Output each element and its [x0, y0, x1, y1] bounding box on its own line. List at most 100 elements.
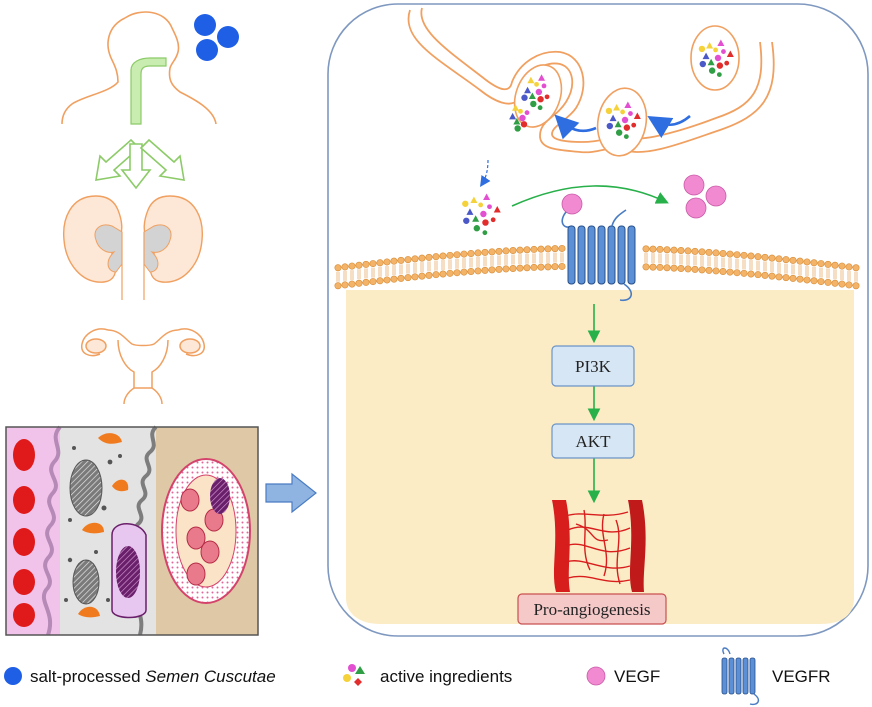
lipid-head [376, 277, 384, 285]
lipid-head [719, 249, 727, 257]
lipid-head [523, 246, 531, 254]
lipid-tail [420, 262, 424, 273]
lipid-head [474, 249, 482, 257]
lipid-head [495, 247, 503, 255]
legend-ingredients-label: active ingredients [380, 667, 512, 686]
lipid-tail [434, 260, 438, 271]
lipid-head [355, 279, 363, 287]
ingredient-particle [538, 74, 546, 81]
lipid-head [670, 246, 678, 254]
ingredient-particle [537, 96, 544, 103]
lipid-head [684, 265, 692, 273]
lipid-tail [784, 263, 788, 274]
ingredient-particle [478, 202, 484, 208]
lipid-tail [714, 256, 718, 267]
lipid-tail [651, 253, 655, 264]
ingredient-particle [535, 88, 543, 96]
lipid-head [705, 266, 713, 274]
lipid-head [509, 265, 517, 273]
lipid-tail [819, 267, 823, 278]
outcome-box [517, 593, 667, 625]
lipid-head [376, 259, 384, 267]
ingredient-particle [512, 104, 520, 111]
lipid-head [817, 260, 825, 268]
ingredient-particle [623, 134, 629, 140]
lipid-tail [721, 257, 725, 268]
active-ingredients-cluster [462, 39, 734, 236]
lipid-head [390, 257, 398, 265]
lipid-head [446, 269, 454, 277]
lipid-tail [812, 266, 816, 277]
ingredient-particle [509, 112, 517, 120]
vegf-cluster-icon [683, 174, 727, 219]
lipid-head [369, 260, 377, 268]
lipid-head [761, 271, 769, 279]
lipid-head [439, 252, 447, 260]
lipid-head [446, 251, 454, 259]
lipid-head [411, 273, 419, 281]
lipid-head [369, 278, 377, 286]
ingredient-particle [702, 52, 710, 60]
lipid-head [824, 278, 832, 286]
lipid-tail [504, 254, 508, 265]
lipid-head [558, 244, 566, 252]
transcytosis-arrow [647, 114, 691, 139]
lipid-tail [700, 255, 704, 266]
lipid-head [537, 263, 545, 271]
lipid-tail [546, 252, 550, 263]
lipid-head [502, 265, 510, 273]
ingredient-particle [513, 118, 521, 125]
ingredient-particle [716, 72, 722, 78]
ingredient-particle [708, 67, 716, 74]
lipid-head [656, 245, 664, 253]
lipid-head [740, 269, 748, 277]
ingredient-particle [480, 210, 487, 218]
lipid-tail [553, 252, 557, 263]
outcome-label: Pro-angiogenesis [533, 600, 650, 619]
lipid-head [341, 263, 349, 271]
ingredient-particle [462, 200, 469, 207]
lipid-tail [469, 257, 473, 268]
ingredient-particle [514, 125, 521, 132]
pi3k-box [551, 345, 635, 387]
lipid-head [726, 250, 734, 258]
lipid-head [488, 266, 496, 274]
ingredient-particle [490, 217, 496, 223]
lipid-head [789, 274, 797, 282]
lipid-head [782, 256, 790, 264]
lipid-head [789, 256, 797, 264]
airway-icon [130, 57, 167, 125]
lipid-head [796, 257, 804, 265]
lipid-tail [483, 256, 487, 267]
lipid-head [404, 256, 412, 264]
lipid-head [404, 274, 412, 282]
lipid-head [845, 281, 853, 289]
lipid-head [733, 251, 741, 259]
ingredient-particle [707, 58, 715, 66]
ingredient-particle [716, 62, 724, 69]
distribution-arrows-icon [95, 138, 185, 190]
lipid-tail [763, 261, 767, 272]
ingredient-particle [726, 50, 734, 57]
ingredient-particle [524, 110, 530, 116]
lipid-tail [777, 262, 781, 273]
ingredient-particle [614, 120, 622, 128]
lipid-head [691, 247, 699, 255]
lipid-tail [532, 253, 536, 264]
ingredient-particle [605, 107, 613, 115]
kidney-icon [63, 195, 203, 300]
lipid-head [544, 245, 552, 253]
lipid-tail [385, 265, 389, 276]
lipid-head [719, 267, 727, 275]
lipid-tail [518, 254, 522, 265]
lipid-head [523, 264, 531, 272]
lipid-head [761, 253, 769, 261]
lipid-head [705, 248, 713, 256]
lipid-head [537, 245, 545, 253]
lipid-tail [357, 269, 361, 280]
lipid-tail [455, 258, 459, 269]
lipid-tail [350, 270, 354, 281]
human-figure-icon [61, 11, 217, 125]
lipid-head [733, 269, 741, 277]
ingredient-particle [714, 54, 722, 62]
